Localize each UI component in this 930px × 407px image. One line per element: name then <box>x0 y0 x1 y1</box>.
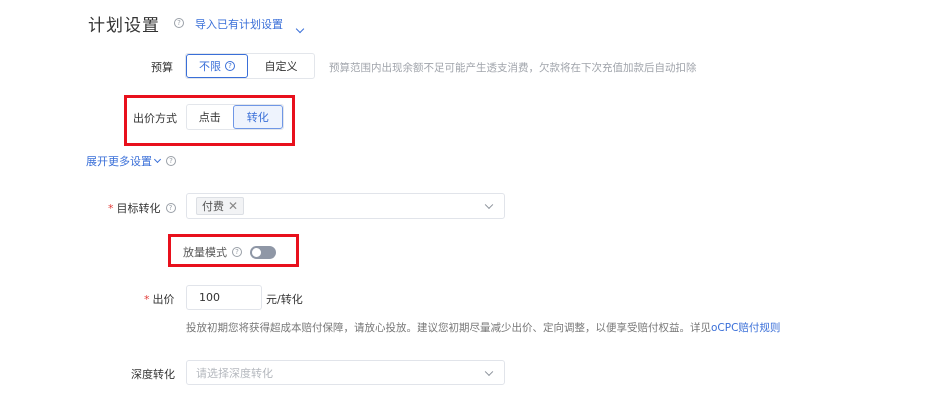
target-conversion-label-group: * 目标转化 ? <box>108 200 176 216</box>
chevron-down-icon[interactable] <box>484 367 494 376</box>
budget-option-label: 不限 <box>199 60 221 73</box>
import-plan-settings-link[interactable]: 导入已有计划设置 <box>195 18 283 31</box>
budget-hint: 预算范围内出现余额不足可能产生透支消费，欠款将在下次充值加款后自动扣除 <box>329 62 697 74</box>
budget-option-label: 自定义 <box>264 60 298 73</box>
bid-method-highlight-box <box>124 95 295 146</box>
bid-input[interactable]: 100 <box>186 285 262 310</box>
chevron-down-icon[interactable] <box>153 155 162 163</box>
selected-tag: 付费 ✕ <box>196 197 245 215</box>
target-conversion-select[interactable]: 付费 ✕ <box>186 193 505 219</box>
volume-mode-group: 放量模式 ? <box>183 244 276 260</box>
budget-option-custom[interactable]: 自定义 <box>248 54 314 78</box>
bid-input-value: 100 <box>199 291 220 304</box>
question-circle-icon[interactable]: ? <box>166 156 176 166</box>
bid-method-option-label: 点击 <box>198 111 221 124</box>
bid-method-option-click[interactable]: 点击 <box>187 105 233 129</box>
bid-unit: 元/转化 <box>266 293 303 306</box>
budget-option-unlimited[interactable]: 不限 ? <box>186 54 248 78</box>
deep-conversion-label: 深度转化 <box>131 368 175 381</box>
question-circle-icon[interactable]: ? <box>165 203 176 213</box>
required-marker: * <box>108 201 114 215</box>
target-conversion-label: 目标转化 <box>116 202 161 215</box>
chevron-down-icon[interactable] <box>295 24 305 34</box>
bid-label: 出价 <box>152 293 175 306</box>
deep-conversion-select[interactable]: 请选择深度转化 <box>186 360 505 385</box>
required-marker: * <box>144 292 150 306</box>
bid-hint: 投放初期您将获得超成本赔付保障，请放心投放。建议您初期尽量减少出价、定向调整，以… <box>186 322 711 334</box>
question-circle-icon[interactable]: ? <box>174 18 184 28</box>
tag-label: 付费 <box>202 200 224 213</box>
bid-method-option-label: 转化 <box>246 111 269 124</box>
close-icon[interactable]: ✕ <box>228 199 239 213</box>
volume-mode-toggle[interactable] <box>250 245 276 259</box>
bid-label-group: * 出价 <box>144 291 175 307</box>
budget-label: 预算 <box>151 61 173 74</box>
expand-more-label[interactable]: 展开更多设置 <box>86 155 152 168</box>
bid-method-label: 出价方式 <box>133 112 177 125</box>
ocpc-compensation-rules-link[interactable]: oCPC赔付规则 <box>711 322 781 334</box>
expand-more-settings[interactable]: 展开更多设置 ? <box>86 153 176 169</box>
question-circle-icon[interactable]: ? <box>225 61 235 71</box>
page-title: 计划设置 <box>88 16 160 36</box>
volume-mode-highlight-box <box>168 234 299 267</box>
deep-conversion-placeholder: 请选择深度转化 <box>196 366 273 380</box>
bid-method-segmented-control: 点击 转化 <box>186 104 284 130</box>
question-circle-icon[interactable]: ? <box>232 247 242 257</box>
chevron-down-icon[interactable] <box>484 200 494 210</box>
bid-hint-line: 投放初期您将获得超成本赔付保障，请放心投放。建议您初期尽量减少出价、定向调整，以… <box>186 320 780 335</box>
budget-segmented-control: 不限 ? 自定义 <box>185 53 315 79</box>
volume-mode-label: 放量模式 <box>183 246 227 259</box>
toggle-knob <box>252 247 261 257</box>
bid-method-option-conversion[interactable]: 转化 <box>232 105 283 129</box>
